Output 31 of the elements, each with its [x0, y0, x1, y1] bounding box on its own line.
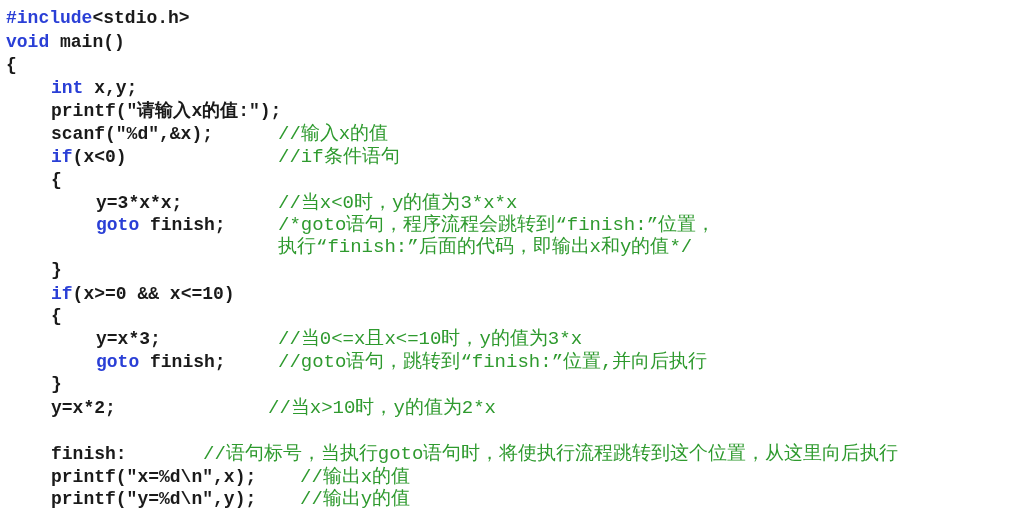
code-line: y=x*3; — [96, 328, 161, 351]
code-line: { — [6, 54, 17, 77]
code-line: printf("x=%d\n",x); — [51, 466, 257, 489]
code-comment: //输入x的值 — [278, 122, 389, 146]
code-comment: //if条件语句 — [278, 145, 400, 169]
code-comment: /*goto语句，程序流程会跳转到“finish:”位置， — [278, 213, 716, 236]
code-line: } — [51, 373, 62, 396]
code-line: { — [51, 305, 62, 328]
code-line: } — [51, 259, 62, 282]
code-line: y=x*2; — [51, 397, 116, 420]
code-comment: //当0<=x且x<=10时，y的值为3*x — [278, 327, 583, 351]
code-line: if(x>=0 && x<=10) — [51, 283, 235, 306]
code-comment: //goto语句，跳转到“finish:”位置,并向后执行 — [278, 350, 708, 374]
code-line: y=3*x*x; — [96, 192, 183, 215]
code-line: printf("请输入x的值:"); — [51, 99, 282, 123]
code-line: void main() — [6, 31, 125, 54]
code-comment: //当x<0时，y的值为3*x*x — [278, 191, 518, 214]
code-line: int x,y; — [51, 77, 138, 100]
code-line: printf("y=%d\n",y); — [51, 488, 257, 511]
code-line: if(x<0) — [51, 146, 127, 169]
code-line: finish: — [51, 443, 127, 466]
code-comment: //输出x的值 — [300, 465, 411, 488]
code-comment: //当x>10时，y的值为2*x — [268, 396, 497, 420]
code-line: #include<stdio.h> — [6, 7, 190, 30]
code-line: { — [51, 169, 62, 192]
code-line: goto finish; — [96, 351, 226, 374]
code-comment: 执行“finish:”后面的代码，即输出x和y的值*/ — [278, 235, 693, 259]
code-line: scanf("%d",&x); — [51, 123, 214, 146]
code-line: goto finish; — [96, 214, 226, 237]
code-comment: //输出y的值 — [300, 487, 411, 511]
code-comment: //语句标号，当执行goto语句时，将使执行流程跳转到这个位置，从这里向后执行 — [203, 442, 899, 466]
